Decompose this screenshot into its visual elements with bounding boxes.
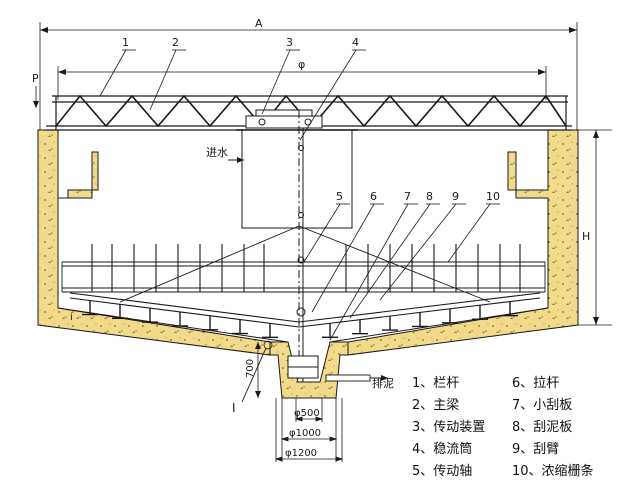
inlet-pipe: 进水 [206,146,244,163]
callout-number: 5 [336,190,343,203]
legend-item: 4、稳流筒 [412,441,473,457]
dimension-h: H [578,129,612,326]
callout-leader [311,203,375,313]
callout-number: 3 [286,36,293,49]
legend-item: 3、传动装置 [412,419,486,435]
svg-text:P: P [32,72,39,85]
legend-item: 1、栏杆 [412,375,460,391]
legend-row: 5、传动轴 10、浓缩栅条 [412,458,622,480]
callout-number: 1 [122,36,129,49]
legend: 1、栏杆 6、拉杆 2、主梁 7、小刮板 3、传动装置 8、刮泥板 4、稳流筒 … [412,370,622,480]
dim-500-label: φ500 [294,408,320,419]
legend-item: 9、刮臂 [512,441,560,457]
callout-leader [261,49,291,115]
dimension-bottom [274,398,344,462]
dim-phi-label: φ [298,58,305,71]
callout-leaders: 1 2 3 4 5 6 7 8 9 10 [99,36,500,341]
dim-1200-label: φ1200 [285,448,317,459]
detail-label: I [232,401,236,415]
legend-row: 4、稳流筒 9、刮臂 [412,436,622,458]
inlet-label: 进水 [206,146,228,159]
legend-item: 7、小刮板 [512,397,573,413]
callout-number: 9 [452,190,459,203]
scraper-blades [82,300,518,339]
hopper-scraper [287,355,319,379]
sludge-label: 排泥 [372,376,394,390]
callout-number: 7 [404,190,411,203]
dim-700-label: 700 [245,359,256,378]
dim-a-label: A [255,17,263,30]
callout-number: 10 [486,190,500,203]
callout-number: 8 [426,190,433,203]
sludge-outlet: 排泥 [325,374,394,390]
callout-leader [99,49,127,97]
legend-item: 8、刮泥板 [512,419,573,435]
callout-leader [447,203,491,263]
dim-1000-label: φ1000 [289,428,321,439]
stilling-well [236,129,358,229]
dimension-a: A [39,17,578,130]
legend-item: 10、浓缩栅条 [512,463,594,479]
p-marker: P [32,72,39,108]
callout-number: 6 [370,190,377,203]
legend-item: 2、主梁 [412,397,460,413]
callout-leader [349,203,431,319]
callout-leader [149,49,177,111]
dimension-phi: φ [57,58,547,100]
drive-shaft [296,110,306,382]
drive-unit [245,109,323,129]
callout-leader [379,203,457,301]
slope-mark: i [70,312,73,323]
legend-item: 5、传动轴 [412,463,473,479]
callout-leader [299,49,357,141]
legend-row: 2、主梁 7、小刮板 [412,392,622,414]
dim-h-label: H [582,230,590,243]
callout-leader [329,203,409,341]
dimension-700: 700 [245,342,261,398]
detail-marker: I [232,340,273,415]
legend-item: 6、拉杆 [512,375,560,391]
callout-number: 4 [352,36,359,49]
legend-row: 3、传动装置 8、刮泥板 [412,414,622,436]
callout-leader [303,203,341,263]
callout-number: 2 [172,36,179,49]
tie-rods [119,225,491,303]
legend-row: 1、栏杆 6、拉杆 [412,370,622,392]
